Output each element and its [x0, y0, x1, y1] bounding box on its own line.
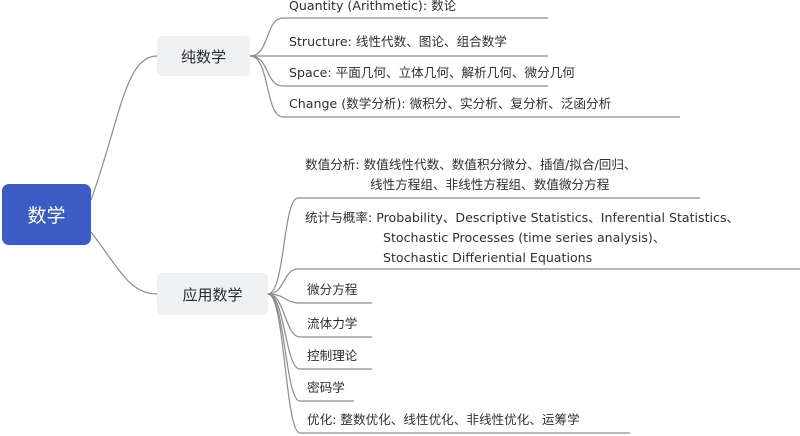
- leaf-statistics-probability[interactable]: 统计与概率: Probability、Descriptive Statistic…: [305, 208, 739, 268]
- statistics-line-1: Probability、Descriptive Statistics、Infer…: [376, 210, 740, 225]
- connector-root-pure: [90, 55, 158, 201]
- leaf-space-label: Space: 平面几何、立体几何、解析几何、微分几何: [289, 65, 575, 80]
- leaf-space[interactable]: Space: 平面几何、立体几何、解析几何、微分几何: [289, 63, 575, 83]
- statistics-line-3: Stochastic Differiential Equations: [383, 250, 593, 265]
- leaf-cryptography-label: 密码学: [307, 380, 345, 395]
- connector-pure-change: [249, 55, 680, 118]
- root-node-label: 数学: [27, 205, 66, 227]
- leaf-control-theory-label: 控制理论: [307, 348, 358, 363]
- numerical-analysis-line-2: 线性方程组、非线性方程组、数值微分方程: [370, 177, 610, 192]
- branch-label-pure-math: 纯数学: [180, 47, 226, 66]
- leaf-fluid-mechanics[interactable]: 流体力学: [307, 314, 357, 334]
- statistics-line-2: Stochastic Processes (time series analys…: [383, 230, 666, 245]
- connector-applied-numerical: [267, 197, 700, 295]
- leaf-control-theory[interactable]: 控制理论: [307, 346, 357, 366]
- leaf-differential-equations-label: 微分方程: [307, 282, 358, 297]
- connector-pure-space: [249, 55, 548, 87]
- connector-applied-ode: [267, 293, 372, 304]
- leaf-optimization-label: 优化: 整数优化、线性优化、非线性优化、运筹学: [307, 412, 580, 427]
- leaf-numerical-analysis[interactable]: 数值分析: 数值线性代数、数值积分微分、插值/拟合/回归、 线性方程组、非线性方…: [305, 155, 637, 195]
- branch-label-applied-math: 应用数学: [182, 285, 243, 304]
- connector-root-applied: [90, 231, 158, 295]
- leaf-differential-equations[interactable]: 微分方程: [307, 280, 357, 300]
- leaf-fluid-mechanics-label: 流体力学: [307, 316, 358, 331]
- branch-node-applied-math[interactable]: 应用数学: [157, 273, 268, 315]
- statistics-prefix: 统计与概率:: [305, 210, 377, 225]
- connector-pure-quantity: [249, 17, 548, 57]
- leaf-cryptography[interactable]: 密码学: [307, 378, 345, 398]
- numerical-analysis-prefix: 数值分析:: [305, 157, 364, 172]
- leaf-structure-label: Structure: 线性代数、图论、组合数学: [289, 34, 507, 49]
- leaf-optimization[interactable]: 优化: 整数优化、线性优化、非线性优化、运筹学: [307, 410, 580, 430]
- leaf-quantity-label: Quantity (Arithmetic): 数论: [289, 0, 457, 13]
- leaf-change[interactable]: Change (数学分析): 微积分、实分析、复分析、泛函分析: [289, 94, 611, 114]
- root-node-math[interactable]: 数学: [2, 184, 91, 245]
- leaf-change-label: Change (数学分析): 微积分、实分析、复分析、泛函分析: [289, 96, 612, 111]
- branch-node-pure-math[interactable]: 纯数学: [157, 36, 250, 76]
- leaf-quantity[interactable]: Quantity (Arithmetic): 数论: [289, 0, 456, 16]
- connector-applied-fluid: [267, 293, 372, 338]
- connector-applied-stats: [267, 268, 800, 295]
- connector-applied-opt: [267, 293, 630, 434]
- leaf-structure[interactable]: Structure: 线性代数、图论、组合数学: [289, 32, 507, 52]
- numerical-analysis-line-1: 数值线性代数、数值积分微分、插值/拟合/回归、: [363, 157, 637, 172]
